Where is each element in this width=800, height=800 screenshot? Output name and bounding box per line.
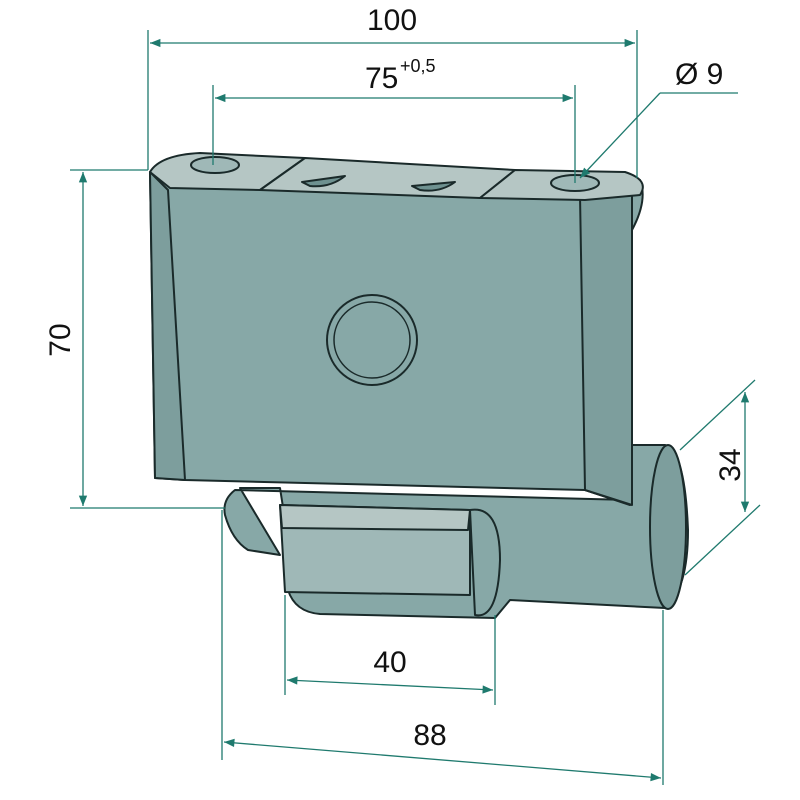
dim-40-label: 40	[373, 646, 406, 679]
dim-height: 70	[44, 169, 225, 509]
dim-d9-label: Ø 9	[675, 58, 723, 91]
main-block	[149, 152, 644, 506]
dim-base-length: 88	[221, 510, 664, 785]
dim-overall-width: 100	[147, 4, 638, 178]
mount-hole-left	[190, 156, 240, 174]
dim-75-label: 75	[365, 62, 398, 95]
dim-88-label: 88	[413, 719, 446, 752]
dim-hole-spacing: 75 +0,5	[212, 56, 576, 183]
dim-70-label: 70	[44, 323, 77, 356]
shaft	[223, 444, 689, 619]
dim-34-label: 34	[714, 448, 747, 481]
center-boss	[326, 294, 418, 386]
dim-75-tolerance: +0,5	[400, 56, 436, 76]
dim-hole-diameter: Ø 9	[579, 58, 738, 179]
dim-groove-width: 40	[284, 595, 496, 705]
dim-cylinder-diameter: 34	[679, 379, 761, 576]
dim-100-label: 100	[367, 4, 417, 37]
